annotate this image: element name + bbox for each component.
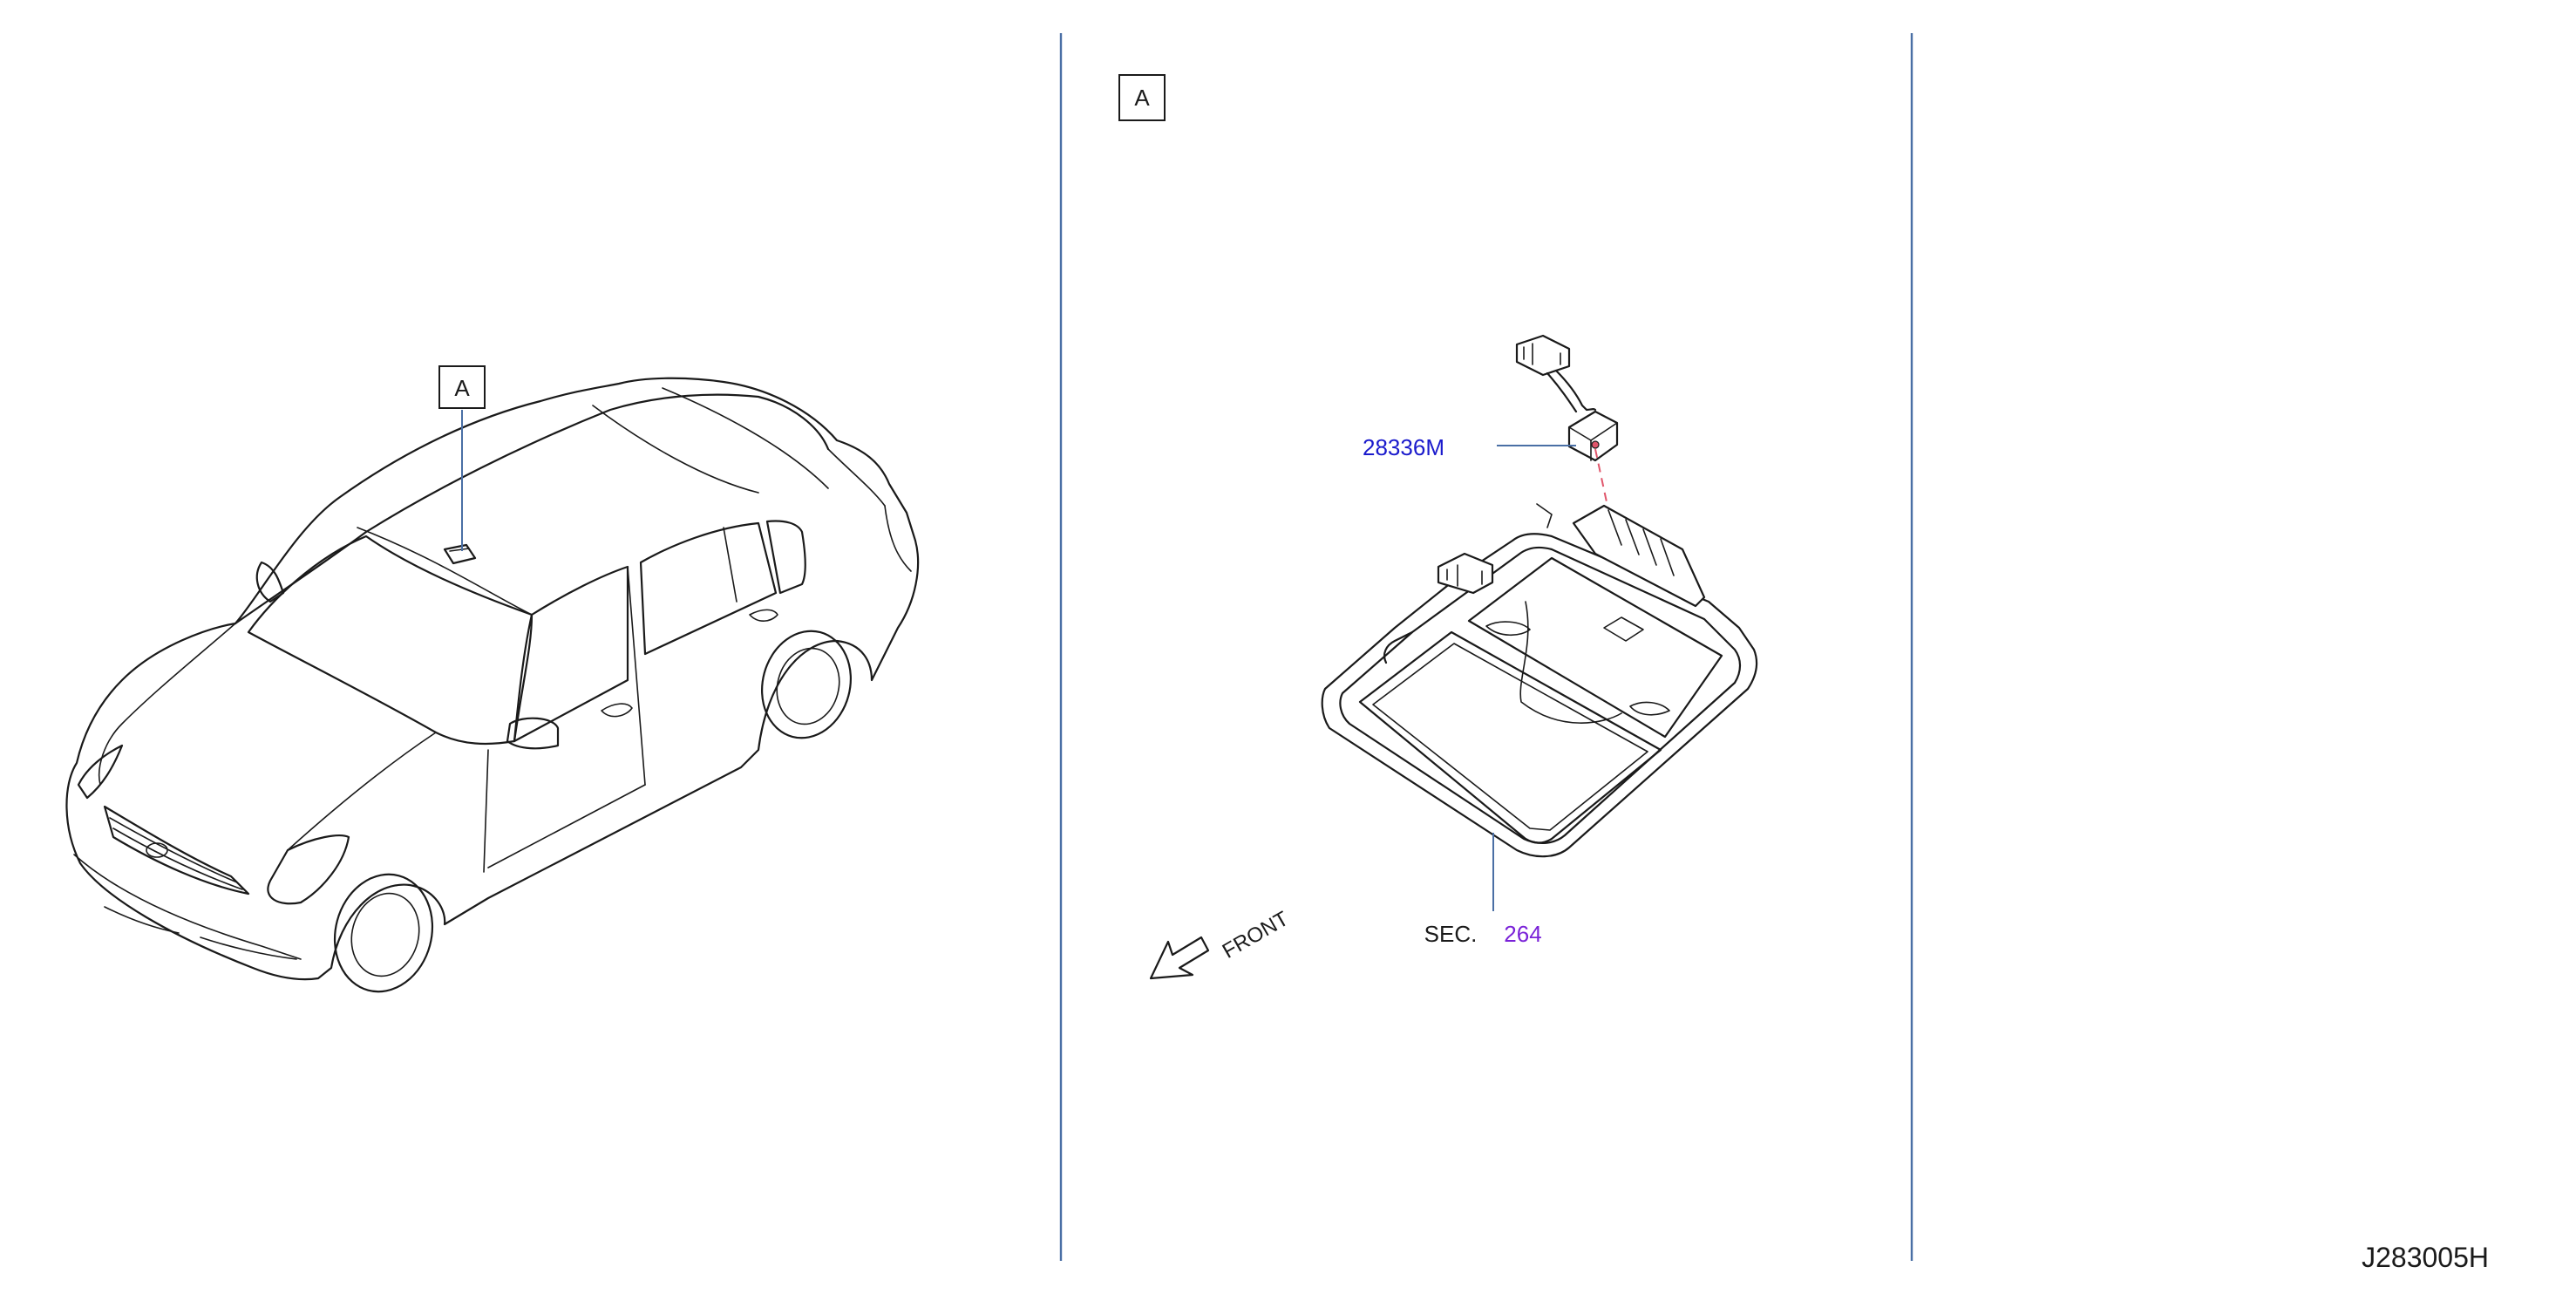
section-number: 264 — [1504, 921, 1541, 947]
view-label-box-detail — [1118, 74, 1166, 121]
car-illustration — [65, 377, 920, 993]
front-arrow-icon — [1149, 936, 1210, 980]
section-prefix: SEC. — [1424, 921, 1478, 947]
connector-part-number: 28336M — [1363, 434, 1444, 460]
view-label-box-car — [438, 365, 486, 409]
connector-mount-link — [1594, 448, 1609, 511]
view-label-detail: A — [1134, 85, 1150, 111]
front-direction-label: FRONT — [1219, 907, 1293, 964]
map-lamp-assembly — [1321, 503, 1758, 858]
drawing-id: J283005H — [2362, 1242, 2489, 1273]
view-label-car: A — [454, 375, 470, 401]
front-direction-indicator: FRONT — [1149, 907, 1293, 980]
harness-connector — [1515, 334, 1619, 462]
map-lamp-location-marker — [443, 543, 477, 565]
